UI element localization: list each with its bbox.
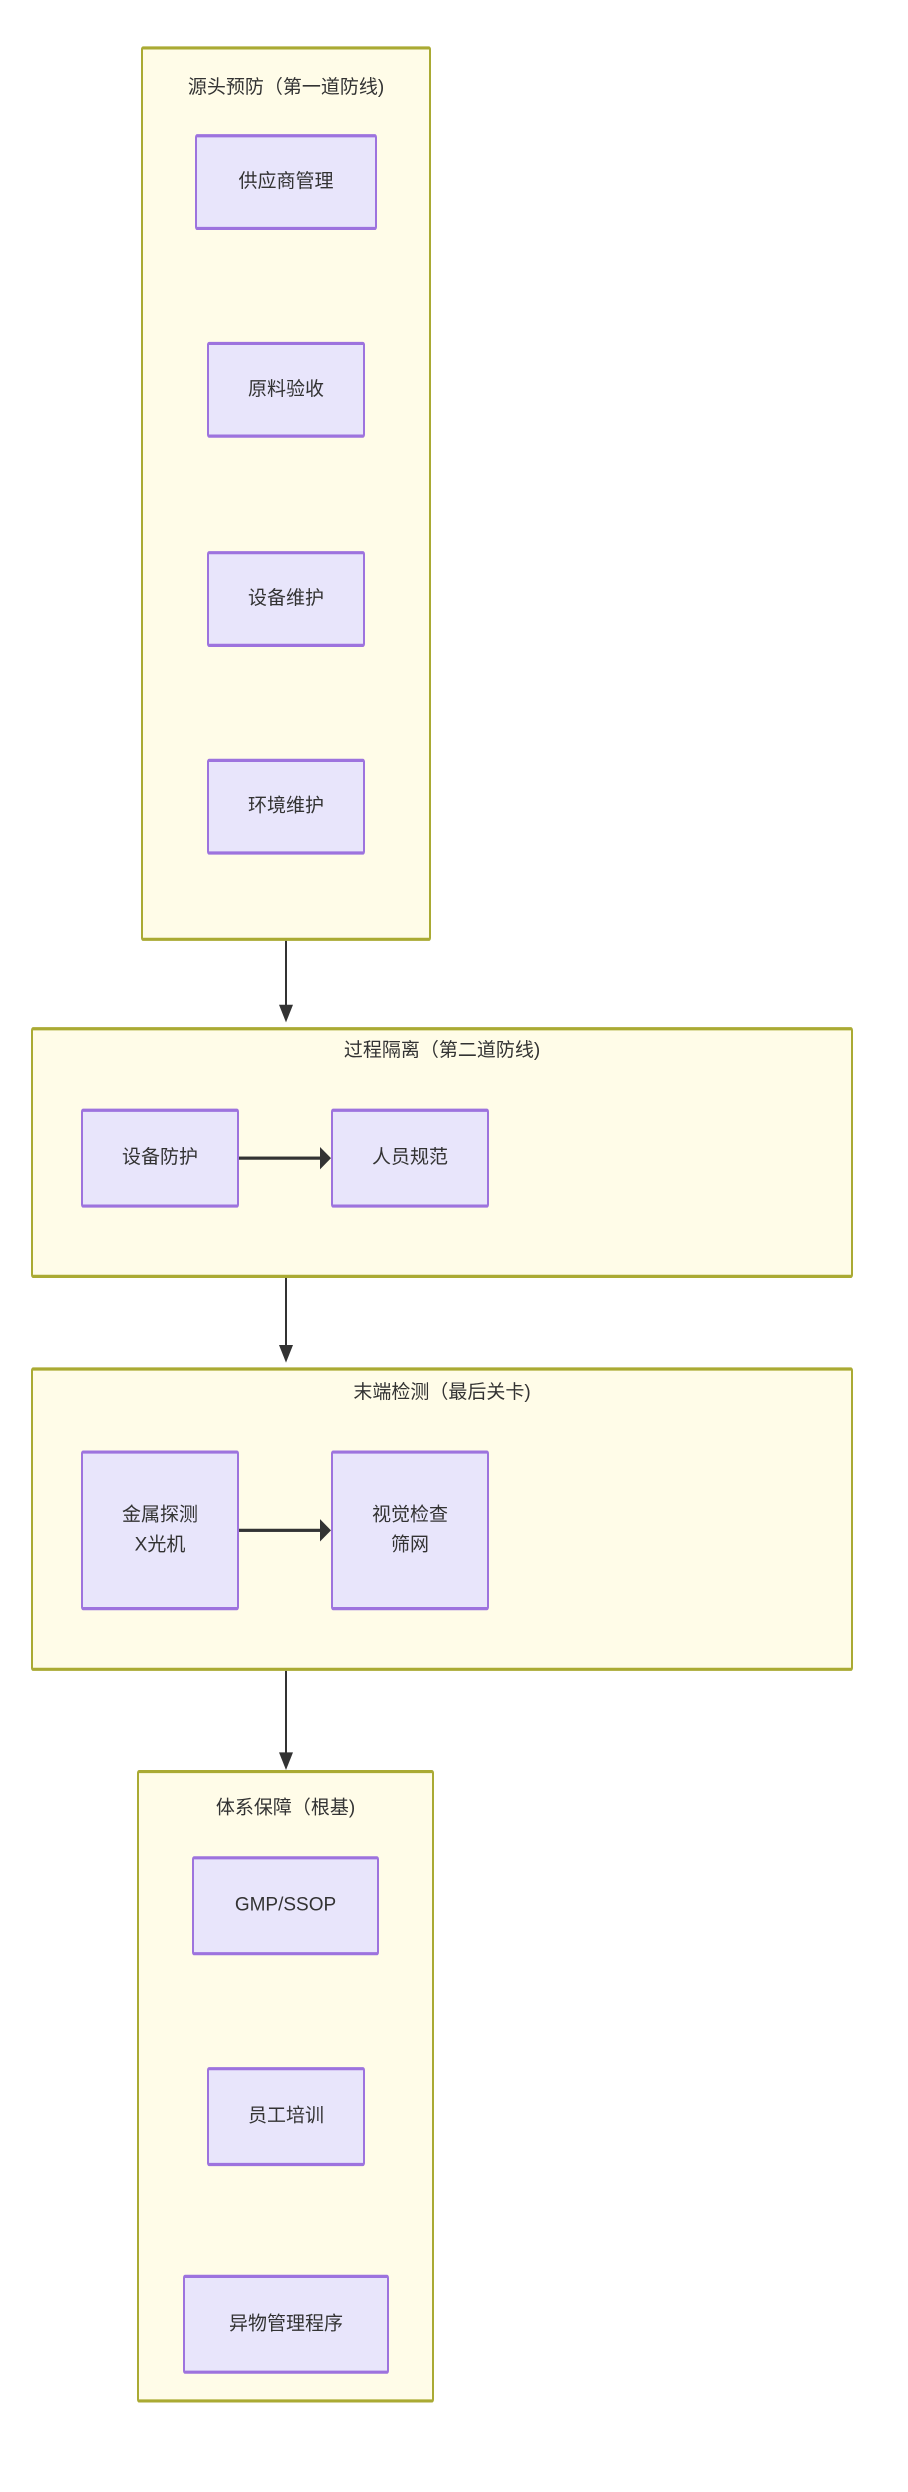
node-supplier-management-label: 供应商管理 <box>238 171 334 193</box>
node-equipment-protection[interactable]: 设备防护 <box>81 1108 239 1208</box>
node-raw-material-acceptance[interactable]: 原料验收 <box>207 341 365 438</box>
cluster-system-assurance-title: 体系保障（根基) <box>215 1797 356 1819</box>
node-equipment-maintenance-label: 设备维护 <box>247 588 324 610</box>
node-visual-inspection-screen-label: 视觉检查 筛网 <box>371 1504 448 1556</box>
node-visual-inspection-screen[interactable]: 视觉检查 筛网 <box>331 1450 489 1611</box>
node-supplier-management[interactable]: 供应商管理 <box>195 134 377 231</box>
edge-terminal-to-system-arrowhead <box>279 1752 293 1770</box>
node-gmp-ssop-label: GMP/SSOP <box>234 1894 337 1916</box>
edge-equipment-to-personnel-arrowhead <box>320 1146 331 1170</box>
node-environment-maintenance-label: 环境维护 <box>247 795 324 817</box>
cluster-process-isolation-title: 过程隔离（第二道防线) <box>343 1040 541 1062</box>
cluster-source-prevention-title: 源头预防（第一道防线) <box>187 76 385 98</box>
node-environment-maintenance[interactable]: 环境维护 <box>207 758 365 855</box>
edge-process-to-terminal <box>285 1277 287 1350</box>
edge-metal-to-visual <box>239 1528 324 1532</box>
node-foreign-matter-program[interactable]: 异物管理程序 <box>183 2274 389 2374</box>
cluster-terminal-detection-title: 末端检测（最后关卡) <box>353 1381 531 1403</box>
node-foreign-matter-program-label: 异物管理程序 <box>228 2313 343 2335</box>
edge-source-to-process <box>285 940 287 1012</box>
node-raw-material-acceptance-label: 原料验收 <box>247 378 324 400</box>
node-metal-detection-xray-label: 金属探测 X光机 <box>121 1504 198 1556</box>
edge-equipment-to-personnel <box>239 1156 324 1160</box>
node-personnel-standards-label: 人员规范 <box>371 1147 448 1169</box>
node-metal-detection-xray[interactable]: 金属探测 X光机 <box>81 1450 239 1611</box>
edge-source-to-process-arrowhead <box>279 1004 293 1023</box>
node-equipment-maintenance[interactable]: 设备维护 <box>207 551 365 647</box>
node-equipment-protection-label: 设备防护 <box>121 1147 198 1169</box>
node-gmp-ssop[interactable]: GMP/SSOP <box>192 1856 379 1956</box>
node-staff-training-label: 员工培训 <box>247 2105 324 2127</box>
edge-process-to-terminal-arrowhead <box>279 1345 293 1363</box>
node-personnel-standards[interactable]: 人员规范 <box>331 1108 489 1208</box>
edge-metal-to-visual-arrowhead <box>320 1519 331 1542</box>
node-staff-training[interactable]: 员工培训 <box>207 2067 365 2167</box>
edge-terminal-to-system <box>285 1670 287 1758</box>
